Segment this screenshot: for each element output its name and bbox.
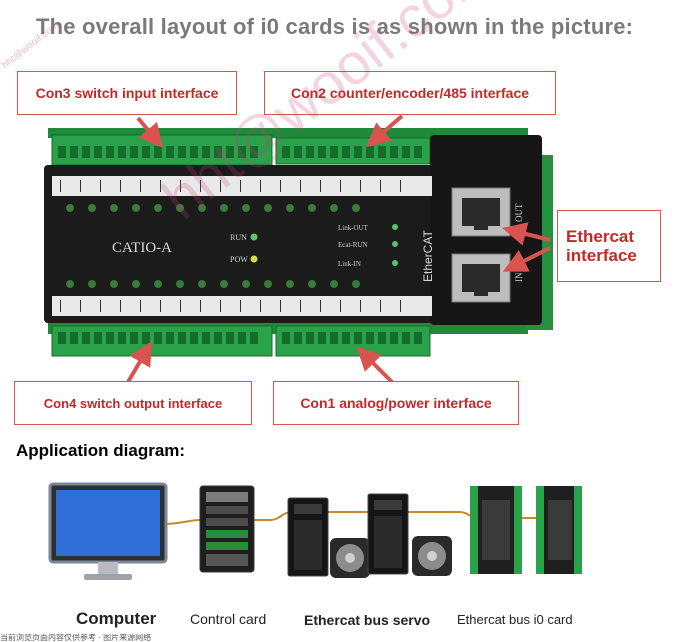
computer-icon	[48, 482, 168, 580]
bottom-terminal-block-right	[275, 325, 431, 357]
top-terminal-block-right	[275, 137, 431, 165]
top-label-strip	[52, 176, 432, 196]
top-terminal-block-left	[51, 134, 273, 166]
led-row-top	[66, 204, 360, 212]
callout-con4: Con4 switch output interface	[14, 381, 252, 425]
caption-computer: Computer	[76, 609, 157, 628]
pow-led	[250, 255, 258, 263]
run-led	[250, 233, 258, 241]
ethercat-brand: EtherCAT	[421, 230, 435, 282]
servo-drive-1-icon	[287, 497, 329, 577]
caption-servo: Ethercat bus servo	[304, 612, 431, 628]
io-card-1-icon	[470, 486, 522, 574]
link-in-led	[392, 260, 398, 266]
run-label: RUN	[230, 233, 247, 242]
callout-con1: Con1 analog/power interface	[273, 381, 519, 425]
control-card-icon	[199, 485, 255, 573]
io-card-2-icon	[536, 486, 582, 574]
link-out-label: Link-OUT	[338, 224, 369, 232]
bus-cable	[163, 511, 540, 525]
in-port-label: IN	[514, 272, 524, 282]
ecat-run-label: Ecat-RUN	[338, 241, 368, 249]
callout-ethercat: Ethercat interface	[557, 210, 661, 282]
bottom-terminal-block-left	[51, 325, 273, 357]
device-model: CATIO-A	[112, 240, 172, 256]
servo-motor-1-icon	[330, 538, 370, 578]
application-diagram	[48, 482, 582, 580]
caption-io-card: Ethercat bus i0 card	[457, 612, 573, 627]
callout-con2: Con2 counter/encoder/485 interface	[264, 71, 556, 115]
link-out-led	[392, 224, 398, 230]
caption-control-card: Control card	[190, 611, 267, 627]
device-body	[44, 165, 440, 323]
application-title: Application diagram:	[16, 441, 186, 460]
servo-motor-2-icon	[412, 536, 452, 576]
ecat-run-led	[392, 241, 398, 247]
rj45-out-port	[451, 187, 511, 237]
pow-label: POW	[230, 255, 248, 264]
rj45-in-port	[451, 253, 511, 303]
bottom-label-strip	[52, 296, 432, 316]
link-in-label: Link-IN	[338, 260, 361, 268]
bottom-text: 当前浏览页面内容仅供参考 · 图片来源网络	[0, 634, 152, 642]
din-rail-top	[48, 128, 528, 138]
led-row-bottom	[66, 280, 360, 288]
page-title: The overall layout of i0 cards is as sho…	[36, 14, 634, 39]
servo-drive-2-icon	[367, 493, 409, 575]
callout-con3: Con3 switch input interface	[17, 71, 237, 115]
out-port-label: OUT	[514, 203, 524, 222]
io-card-device: CATIO-A RUN POW Link-OUT Ecat-RUN Link-I…	[44, 128, 553, 357]
